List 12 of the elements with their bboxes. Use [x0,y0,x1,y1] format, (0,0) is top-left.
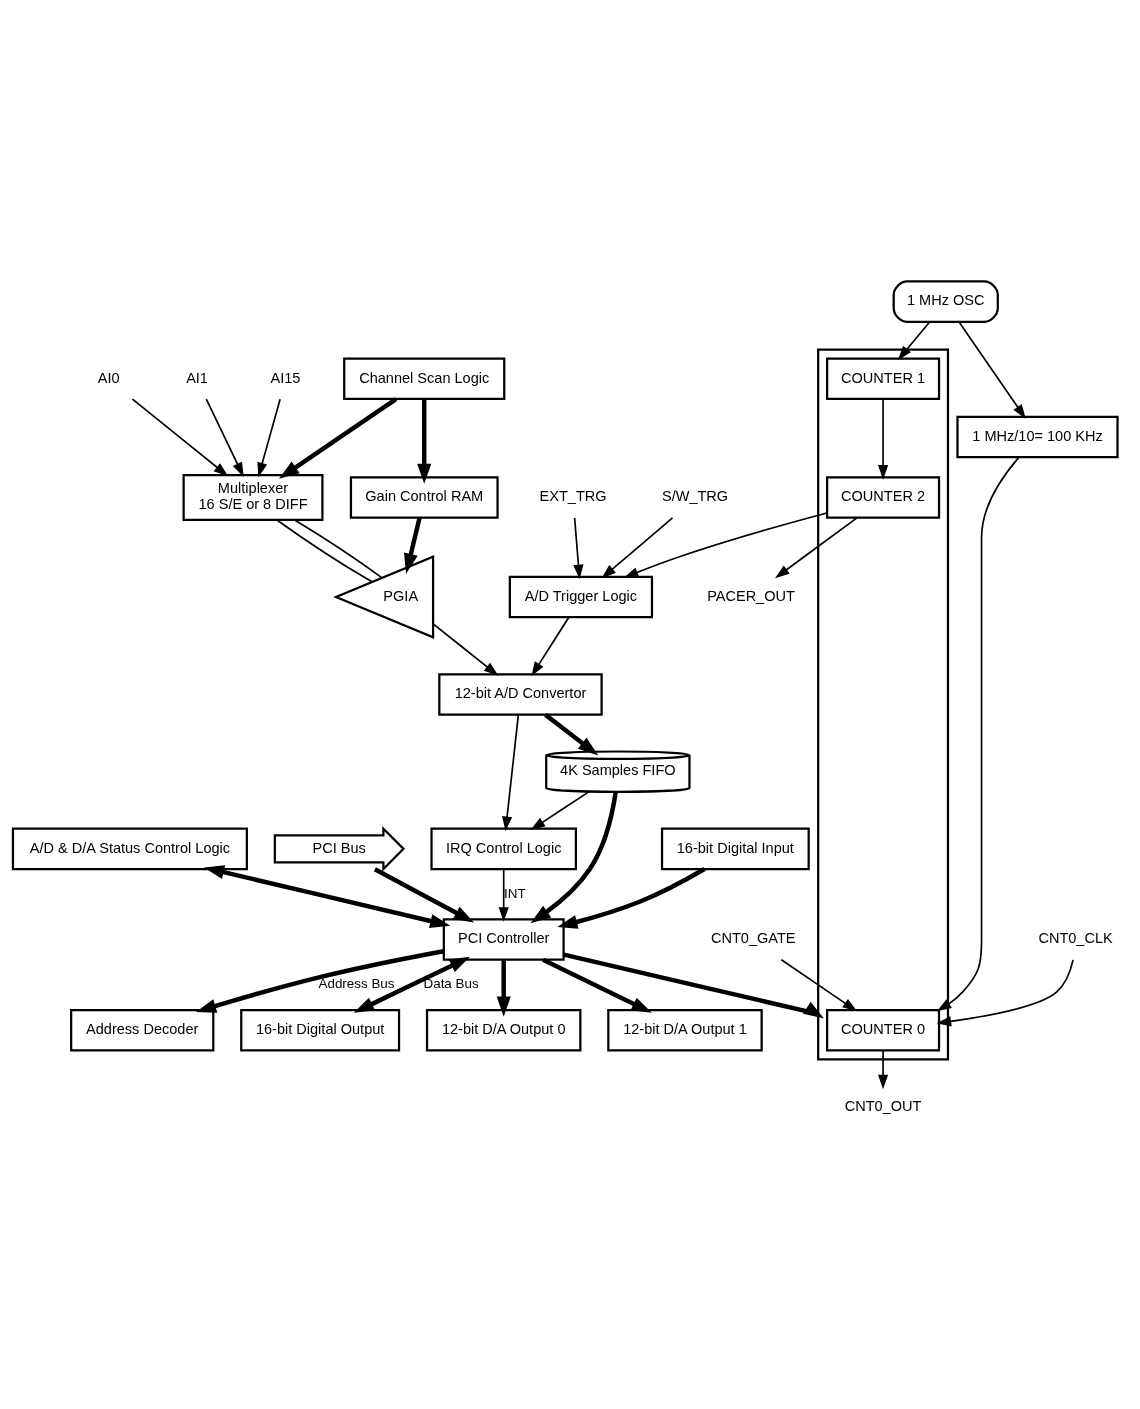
edge-label: Data Bus [423,976,479,992]
node-text: PACER_OUT [707,587,795,604]
node-text: CNT0_OUT [844,1098,922,1115]
edge-label: INT [504,885,526,901]
node-text: AI0 [97,369,120,386]
node-text: CNT0_GATE [711,930,796,947]
node-text: S/W_TRG [661,488,729,505]
edge-label: Address Bus [318,976,395,992]
node-text: CNT0_CLK [1038,930,1113,947]
node-text: AI15 [270,369,301,386]
node-text: EXT_TRG [539,488,607,505]
node-text: AI1 [186,369,208,386]
